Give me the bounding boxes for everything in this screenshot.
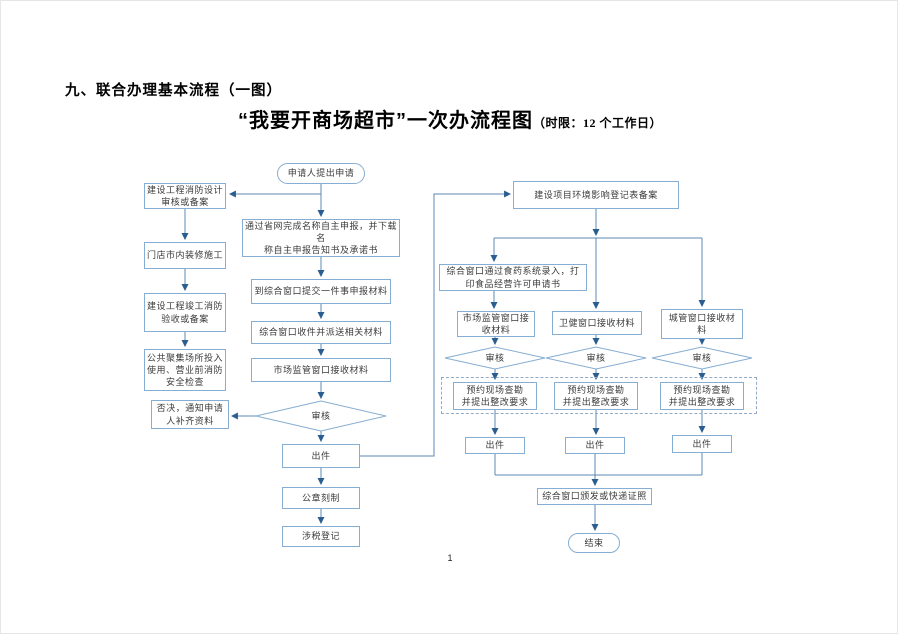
flow-node-seal-making: 公章刻制 bbox=[282, 487, 360, 509]
flow-node-review-mid: 审核 bbox=[311, 410, 331, 421]
flow-node-decoration: 门店市内装修施工 bbox=[144, 242, 226, 269]
flow-node-public-fire-check: 公共聚集场所投入 使用、营业前消防 安全检查 bbox=[144, 349, 226, 391]
flow-node-market-receive-right: 市场监管窗口接 收材料 bbox=[457, 311, 535, 337]
flow-node-receive-dispatch: 综合窗口收件并派送相关材料 bbox=[251, 321, 391, 344]
flow-node-survey-2: 预约现场查勘 并提出整改要求 bbox=[554, 382, 638, 410]
flow-node-issue-2: 出件 bbox=[565, 437, 625, 454]
flow-node-survey-3: 预约现场查勘 并提出整改要求 bbox=[660, 382, 744, 410]
page-number: 1 bbox=[447, 553, 453, 563]
flow-node-issue-3: 出件 bbox=[672, 435, 732, 453]
flow-node-env-register: 建设项目环境影响登记表备案 bbox=[513, 181, 679, 209]
flow-node-fire-design: 建设工程消防设计 审核或备案 bbox=[144, 183, 226, 209]
flow-node-fire-accept: 建设工程竣工消防 验收或备案 bbox=[144, 293, 226, 332]
flow-node-review-right-3: 审核 bbox=[692, 352, 712, 363]
flow-node-name-declare: 通过省网完成名称自主申报，并下载名 称自主申报告知书及承诺书 bbox=[242, 219, 400, 257]
flow-node-issue-1: 出件 bbox=[465, 437, 525, 454]
flow-node-health-receive: 卫健窗口接收材料 bbox=[552, 311, 642, 335]
flow-node-submit-materials: 到综合窗口提交一件事申报材料 bbox=[251, 279, 391, 304]
flow-node-issue-mid: 出件 bbox=[282, 444, 360, 468]
flow-node-review-right-2: 审核 bbox=[586, 352, 606, 363]
flow-node-market-receive-mid: 市场监管窗口接收材料 bbox=[251, 358, 391, 382]
flow-node-food-entry: 综合窗口通过食药系统录入，打 印食品经营许可申请书 bbox=[439, 264, 587, 291]
flow-node-urban-receive: 城管窗口接收材 料 bbox=[661, 309, 743, 339]
flow-node-start: 申请人提出申请 bbox=[277, 163, 365, 184]
flow-title: “我要开商场超市”一次办流程图（时限：12 个工作日） bbox=[1, 104, 897, 133]
flow-node-survey-1: 预约现场查勘 并提出整改要求 bbox=[453, 382, 537, 410]
flow-title-main: “我要开商场超市”一次办流程图 bbox=[237, 110, 533, 132]
flow-node-reject-notice: 否决，通知申请 人补齐资料 bbox=[151, 400, 229, 429]
flow-node-review-right-1: 审核 bbox=[485, 352, 505, 363]
flow-title-note: （时限：12 个工作日） bbox=[532, 116, 662, 130]
section-title: 九、联合办理基本流程（一图） bbox=[65, 83, 282, 99]
flow-node-license-delivery: 综合窗口颁发或快递证照 bbox=[537, 488, 652, 505]
flow-node-end: 结束 bbox=[568, 533, 620, 553]
flow-node-tax-register: 涉税登记 bbox=[282, 526, 360, 547]
